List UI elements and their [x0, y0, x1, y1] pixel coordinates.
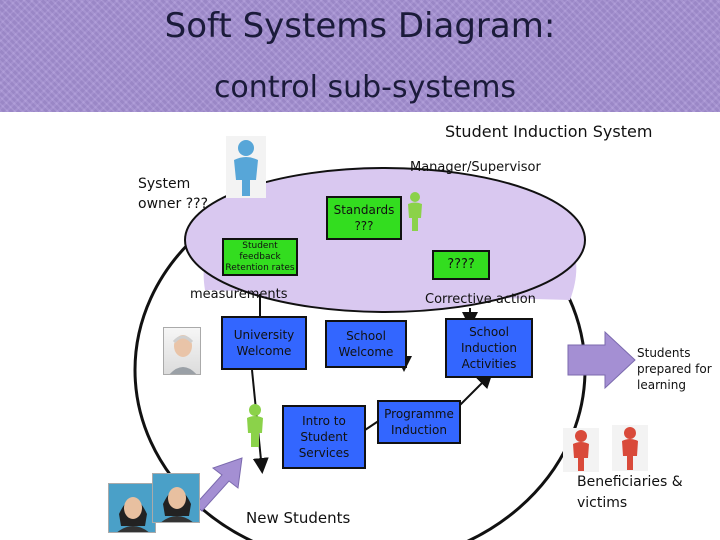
title-banner [0, 0, 720, 112]
beneficiaries-label: Beneficiaries & victims [577, 474, 683, 511]
output-arrow-icon [567, 330, 636, 390]
system-owner-label: System owner ??? [138, 176, 208, 212]
school-induction-box: School Induction Activities [445, 318, 533, 378]
output-label: Students prepared for learning [637, 346, 712, 392]
staff-photo-portrait [163, 327, 201, 375]
new-student-photo-1 [108, 483, 156, 533]
owner-person-icon [226, 136, 266, 198]
beneficiary-person-icon-2 [612, 425, 648, 471]
standards-box: Standards ??? [326, 196, 402, 240]
beneficiary-person-icon-1 [563, 428, 599, 472]
unknown-control-box: ???? [432, 250, 490, 280]
feedback-box: Student feedback Retention rates [222, 238, 298, 276]
manager-person-icon [408, 192, 422, 231]
system-name-label: Student Induction System [445, 122, 653, 141]
page-subtitle: control sub-systems [213, 70, 517, 105]
input-label: New Students [246, 509, 351, 527]
school-welcome-box: School Welcome [325, 320, 407, 368]
measurements-label: measurements [190, 287, 288, 302]
corrective-action-label: Corrective action [425, 292, 536, 307]
programme-induction-box: Programme Induction [377, 400, 461, 444]
services-person-icon [247, 404, 263, 447]
intro-services-box: Intro to Student Services [282, 405, 366, 469]
page-title: Soft Systems Diagram: [164, 6, 556, 46]
new-student-photo-2 [152, 473, 200, 523]
university-welcome-box: University Welcome [221, 316, 307, 370]
manager-label: Manager/Supervisor [410, 160, 541, 175]
input-arrow-icon [194, 457, 243, 512]
